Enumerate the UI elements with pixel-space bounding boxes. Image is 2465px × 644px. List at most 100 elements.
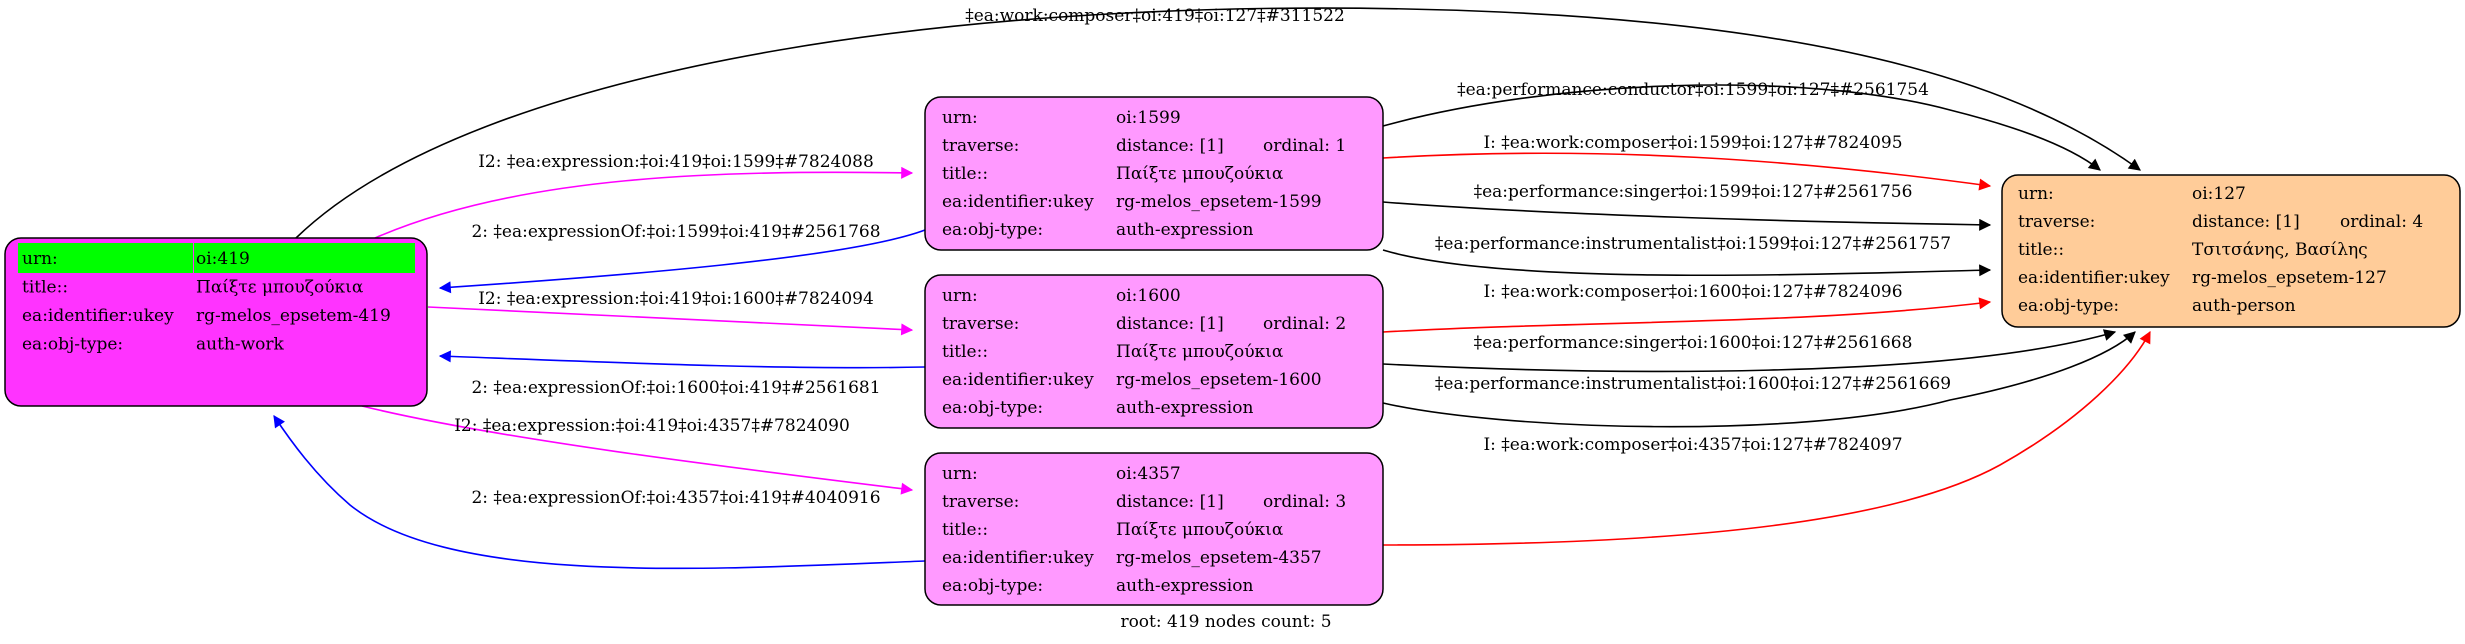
node-field-label: title::	[942, 164, 988, 184]
edge-label: I: ‡ea:work:composer‡oi:1600‡oi:127‡#782…	[1483, 282, 1902, 302]
node-field-label: ea:obj-type:	[942, 220, 1043, 240]
node-field-label: title::	[22, 278, 68, 298]
node-1599[interactable]: urn: oi:1599 traverse: distance: [1] ordinal…	[924, 96, 1384, 251]
edge-label: I: ‡ea:work:composer‡oi:4357‡oi:127‡#782…	[1483, 435, 1902, 455]
edge-line	[295, 7, 2141, 239]
node-box	[924, 96, 1384, 251]
node-1600[interactable]: urn: oi:1600 traverse: distance: [1] ordinal…	[924, 274, 1384, 429]
edge-label: I: ‡ea:work:composer‡oi:1599‡oi:127‡#782…	[1483, 133, 1902, 153]
node-field-label: title::	[942, 342, 988, 362]
edge-1599-to-127[interactable]: I: ‡ea:work:composer‡oi:1599‡oi:127‡#782…	[1382, 133, 1992, 191]
node-field-label: ea:obj-type:	[942, 398, 1043, 418]
edge-419-to-4357[interactable]: I2: ‡ea:expression:‡oi:419‡oi:4357‡#7824…	[361, 405, 914, 495]
edge-4357-to-127[interactable]: I: ‡ea:work:composer‡oi:4357‡oi:127‡#782…	[1382, 330, 2151, 546]
edge-line	[1382, 249, 1992, 277]
node-field-value: Παίξτε μπουζούκια	[196, 278, 364, 298]
edge-1600-to-127[interactable]: ‡ea:performance:singer‡oi:1600‡oi:127‡#2…	[1382, 329, 2117, 373]
node-field-value: auth-expression	[1116, 576, 1253, 596]
node-field-label: urn:	[2018, 184, 2054, 204]
node-field-value: oi:1600	[1116, 286, 1181, 306]
edge-1599-to-127[interactable]: ‡ea:performance:singer‡oi:1599‡oi:127‡#2…	[1382, 182, 1992, 231]
root-highlight-value-cell	[194, 243, 415, 273]
edge-line	[1382, 84, 2101, 171]
node-ordinal: ordinal: 1	[1263, 136, 1346, 156]
edge-1600-to-127[interactable]: I: ‡ea:work:composer‡oi:1600‡oi:127‡#782…	[1382, 282, 1992, 333]
edge-label: ‡ea:performance:singer‡oi:1599‡oi:127‡#2…	[1474, 182, 1913, 202]
edge-line	[1382, 331, 2136, 428]
node-field-label: urn:	[942, 464, 978, 484]
node-field-value: distance: [1]	[1116, 136, 1224, 156]
node-field-value: auth-person	[2192, 296, 2296, 316]
edge-line	[1382, 297, 1992, 333]
node-field-value: oi:419	[196, 249, 250, 269]
node-field-value: rg-melos_epsetem-1600	[1116, 370, 1322, 390]
node-box	[924, 452, 1384, 606]
edge-line	[438, 229, 926, 294]
node-field-label: ea:identifier:ukey	[942, 192, 1094, 212]
node-field-value: rg-melos_epsetem-419	[196, 306, 391, 326]
root-highlight-label-cell	[18, 243, 193, 273]
node-field-label: ea:identifier:ukey	[942, 370, 1094, 390]
edge-label: I2: ‡ea:expression:‡oi:419‡oi:1599‡#7824…	[478, 152, 874, 172]
edge-line	[1382, 201, 1992, 231]
node-box	[4, 237, 428, 407]
node-field-value: rg-melos_epsetem-127	[2192, 268, 2387, 288]
node-field-label: urn:	[942, 286, 978, 306]
edge-1599-to-419[interactable]: 2: ‡ea:expressionOf:‡oi:1599‡oi:419‡#256…	[438, 222, 926, 294]
node-ordinal: ordinal: 3	[1263, 492, 1346, 512]
edges-layer: ‡ea:work:composer‡oi:419‡oi:127‡#311522I…	[273, 6, 2151, 570]
edge-label: 2: ‡ea:expressionOf:‡oi:4357‡oi:419‡#404…	[471, 488, 880, 508]
edge-1600-to-127[interactable]: ‡ea:performance:instrumentalist‡oi:1600‡…	[1382, 331, 2136, 428]
node-box	[2001, 174, 2461, 328]
node-ordinal: ordinal: 4	[2340, 212, 2423, 232]
edge-1600-to-419[interactable]: 2: ‡ea:expressionOf:‡oi:1600‡oi:419‡#256…	[438, 350, 926, 398]
node-field-value: auth-expression	[1116, 398, 1253, 418]
edge-label: 2: ‡ea:expressionOf:‡oi:1599‡oi:419‡#256…	[471, 222, 880, 242]
node-field-value: auth-work	[196, 335, 285, 355]
node-field-label: ea:identifier:ukey	[22, 306, 174, 326]
node-field-label: traverse:	[942, 314, 1019, 334]
edge-line	[1382, 330, 2151, 546]
node-field-value: Παίξτε μπουζούκια	[1116, 342, 1284, 362]
graph-footer: root: 419 nodes count: 5	[1120, 612, 1331, 632]
node-field-value: oi:4357	[1116, 464, 1181, 484]
edge-line	[273, 415, 926, 570]
node-box	[924, 274, 1384, 429]
edge-419-to-1599[interactable]: I2: ‡ea:expression:‡oi:419‡oi:1599‡#7824…	[374, 152, 914, 239]
edge-label: ‡ea:performance:instrumentalist‡oi:1599‡…	[1435, 234, 1951, 254]
node-field-label: ea:identifier:ukey	[2018, 268, 2170, 288]
node-ordinal: ordinal: 2	[1263, 314, 1346, 334]
node-field-value: Τσιτσάνης, Βασίλης	[2192, 240, 2368, 260]
node-field-value: distance: [1]	[2192, 212, 2300, 232]
edge-line	[374, 166, 914, 239]
edge-419-to-127[interactable]: ‡ea:work:composer‡oi:419‡oi:127‡#311522	[295, 6, 2141, 239]
node-field-value: Παίξτε μπουζούκια	[1116, 520, 1284, 540]
node-field-label: urn:	[942, 108, 978, 128]
node-field-label: title::	[942, 520, 988, 540]
node-field-value: auth-expression	[1116, 220, 1253, 240]
edge-label: ‡ea:work:composer‡oi:419‡oi:127‡#311522	[965, 6, 1345, 26]
node-field-label: ea:obj-type:	[22, 335, 123, 355]
edge-1599-to-127[interactable]: ‡ea:performance:instrumentalist‡oi:1599‡…	[1382, 234, 1992, 277]
edge-1599-to-127[interactable]: ‡ea:performance:conductor‡oi:1599‡oi:127…	[1382, 80, 2101, 171]
edge-line	[438, 350, 926, 369]
node-field-label: ea:identifier:ukey	[942, 548, 1094, 568]
edge-419-to-1600[interactable]: I2: ‡ea:expression:‡oi:419‡oi:1600‡#7824…	[427, 289, 914, 336]
node-field-value: rg-melos_epsetem-4357	[1116, 548, 1322, 568]
node-field-label: ea:obj-type:	[2018, 296, 2119, 316]
edge-label: 2: ‡ea:expressionOf:‡oi:1600‡oi:419‡#256…	[471, 378, 880, 398]
edge-4357-to-419[interactable]: 2: ‡ea:expressionOf:‡oi:4357‡oi:419‡#404…	[273, 415, 926, 570]
edge-label: ‡ea:performance:instrumentalist‡oi:1600‡…	[1435, 374, 1951, 394]
edge-label: I2: ‡ea:expression:‡oi:419‡oi:1600‡#7824…	[478, 289, 874, 309]
node-field-value: oi:1599	[1116, 108, 1181, 128]
node-field-label: ea:obj-type:	[942, 576, 1043, 596]
node-field-value: distance: [1]	[1116, 314, 1224, 334]
edge-line	[427, 306, 914, 336]
node-field-label: traverse:	[942, 136, 1019, 156]
node-field-value: rg-melos_epsetem-1599	[1116, 192, 1322, 212]
